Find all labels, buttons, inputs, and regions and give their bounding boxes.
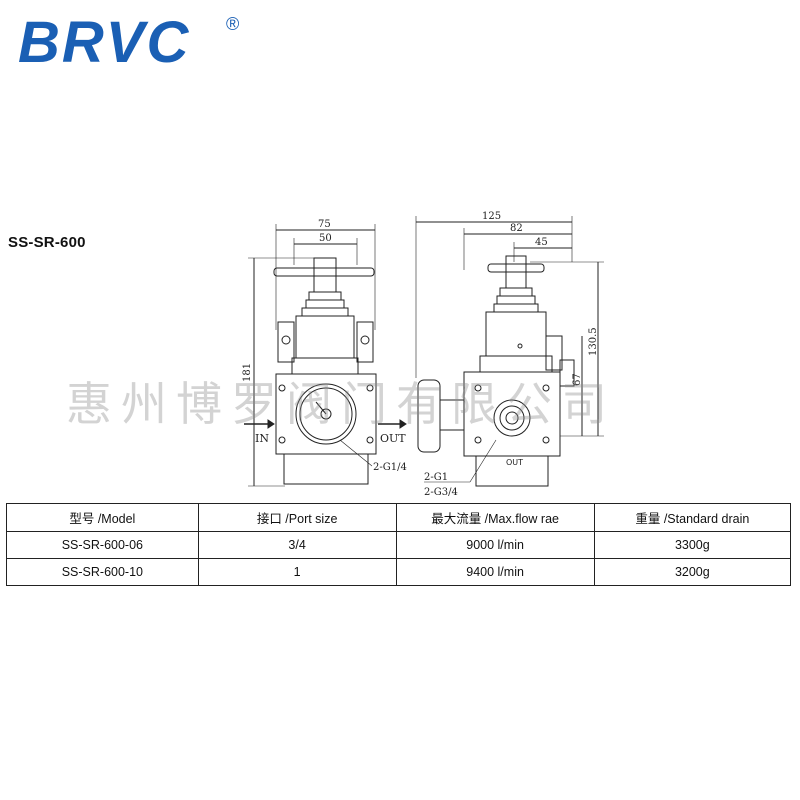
registered-mark: ®	[226, 14, 239, 34]
dim-67: 67	[572, 373, 583, 386]
dim-45: 45	[535, 237, 548, 248]
spec-table: 型号 /Model 接口 /Port size 最大流量 /Max.flow r…	[6, 503, 792, 586]
logo-text: BRVC	[18, 10, 190, 70]
cell-model: SS-SR-600-10	[6, 558, 199, 586]
cell-weight: 3200g	[593, 558, 792, 586]
label-port-front: 2-G1/4	[373, 462, 407, 473]
header-max-flow: 最大流量 /Max.flow rae	[395, 503, 595, 532]
table-header-row: 型号 /Model 接口 /Port size 最大流量 /Max.flow r…	[6, 503, 792, 532]
dim-82: 82	[510, 223, 523, 234]
company-watermark: 惠州博罗阀门有限公司	[66, 377, 616, 431]
label-port-side-1: 2-G1	[424, 472, 448, 483]
table-row: SS-SR-600-06 3/4 9000 l/min 3300g	[6, 531, 792, 559]
label-out-side: OUT	[506, 458, 523, 467]
side-view: 125 82 45 130.5 67 OUT	[415, 211, 604, 498]
cell-max-flow: 9400 l/min	[395, 558, 595, 586]
header-port-size: 接口 /Port size	[197, 503, 397, 532]
cell-port-size: 3/4	[197, 531, 397, 559]
cell-port-size: 1	[197, 558, 397, 586]
front-view: 75 50 181 IN OUT	[242, 219, 407, 487]
label-out: OUT	[380, 432, 406, 445]
model-title: SS-SR-600	[8, 234, 86, 251]
header-weight: 重量 /Standard drain	[593, 503, 792, 532]
dim-130-5: 130.5	[588, 327, 599, 356]
header-model: 型号 /Model	[6, 503, 199, 532]
dim-50: 50	[319, 233, 332, 244]
label-in: IN	[255, 432, 269, 445]
cell-model: SS-SR-600-06	[6, 531, 199, 559]
cell-max-flow: 9000 l/min	[395, 531, 595, 559]
table-row: SS-SR-600-10 1 9400 l/min 3200g	[6, 558, 792, 586]
dim-75: 75	[318, 219, 331, 230]
dim-125: 125	[482, 211, 501, 222]
label-port-side-2: 2-G3/4	[424, 487, 458, 498]
dim-181: 181	[242, 363, 253, 382]
cell-weight: 3300g	[593, 531, 792, 559]
brvc-logo: BRVC ®	[18, 10, 239, 70]
